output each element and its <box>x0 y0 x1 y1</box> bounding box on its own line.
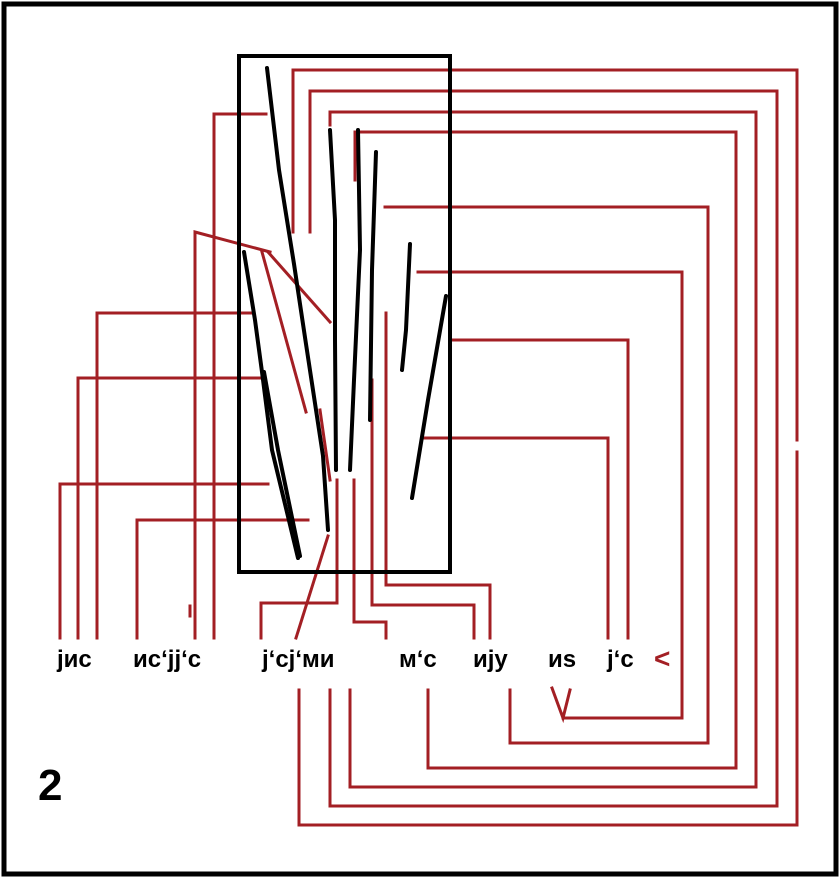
arrow-marker: < <box>654 643 671 674</box>
connector-jis-mid <box>76 376 264 640</box>
trace-7 <box>410 294 448 500</box>
connector-isjjs-a <box>135 518 310 640</box>
sample-box <box>237 54 452 574</box>
connector-js-a <box>448 338 630 640</box>
inner-diagonal-c <box>318 408 332 482</box>
connector-jsjmi-b <box>294 534 330 640</box>
trace-3 <box>328 128 338 472</box>
label-iju: ију <box>473 646 508 673</box>
loop-4 <box>353 130 738 770</box>
connector-jis-outer <box>58 482 270 640</box>
loop-2 <box>308 89 779 808</box>
v-marker <box>550 686 572 724</box>
trace-8 <box>262 370 302 558</box>
label-is: иѕ <box>548 646 577 673</box>
trace-strokes <box>242 66 448 560</box>
connector-jsjmi-a <box>259 478 339 640</box>
label-isjjs: ис‘јј‘с <box>133 646 202 673</box>
loop-1 <box>291 68 799 442</box>
label-jsjmi: ј‘сј‘ми <box>262 646 335 673</box>
connector-lines <box>58 68 799 827</box>
trace-1 <box>265 66 330 532</box>
label-js: ј‘с <box>607 646 634 673</box>
label-ms: м‘с <box>399 646 437 673</box>
connector-jis-inner <box>95 311 254 640</box>
trace-4 <box>348 128 363 472</box>
connector-isjjs-d <box>212 112 268 640</box>
connector-ms-a <box>352 478 388 640</box>
trace-5 <box>368 150 378 422</box>
loop-3 <box>328 110 758 789</box>
inner-diagonal-a <box>260 250 308 414</box>
figure-number: 2 <box>38 761 63 810</box>
connector-isjjs-c <box>193 230 272 640</box>
label-jis: јис <box>57 646 92 673</box>
trace-6 <box>400 242 412 372</box>
connector-is-a <box>422 436 610 640</box>
loop-5 <box>383 205 710 745</box>
loop-6 <box>416 270 684 720</box>
connector-iju-a <box>384 311 492 640</box>
loop-outer-bottom <box>297 450 799 827</box>
connector-ms-b <box>370 378 476 640</box>
